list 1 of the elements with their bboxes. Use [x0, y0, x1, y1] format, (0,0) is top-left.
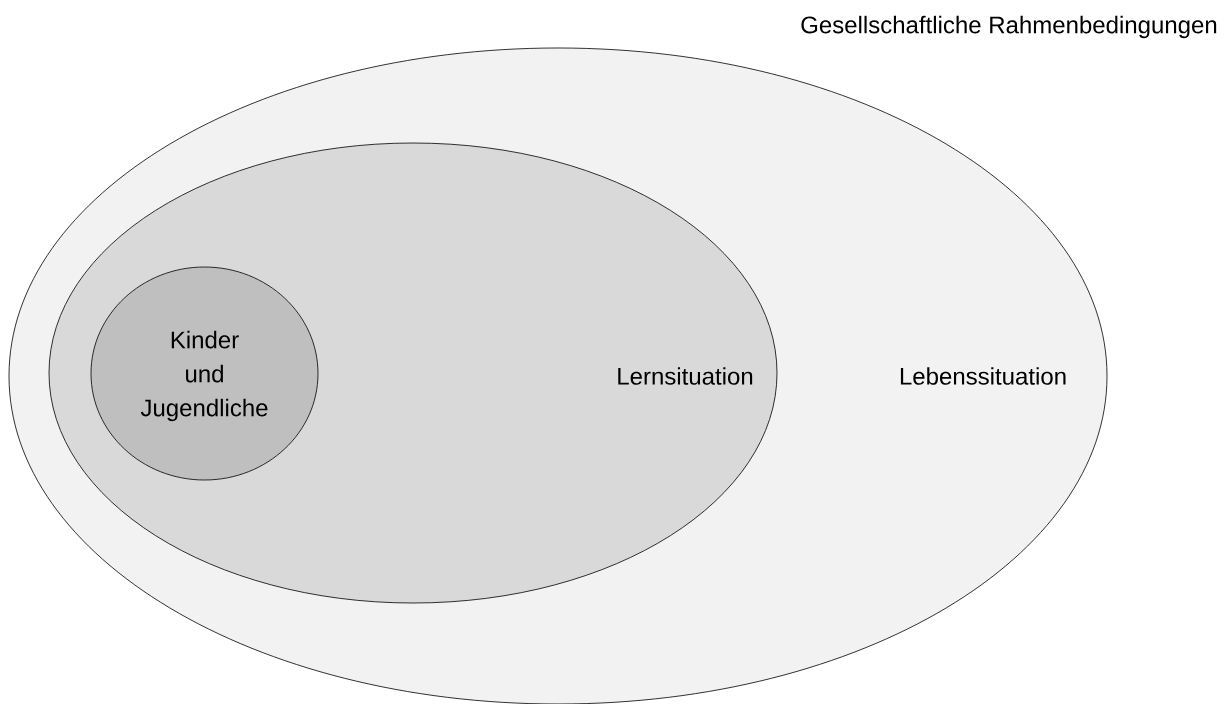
heading: Gesellschaftliche Rahmenbedingungen	[801, 15, 1217, 39]
